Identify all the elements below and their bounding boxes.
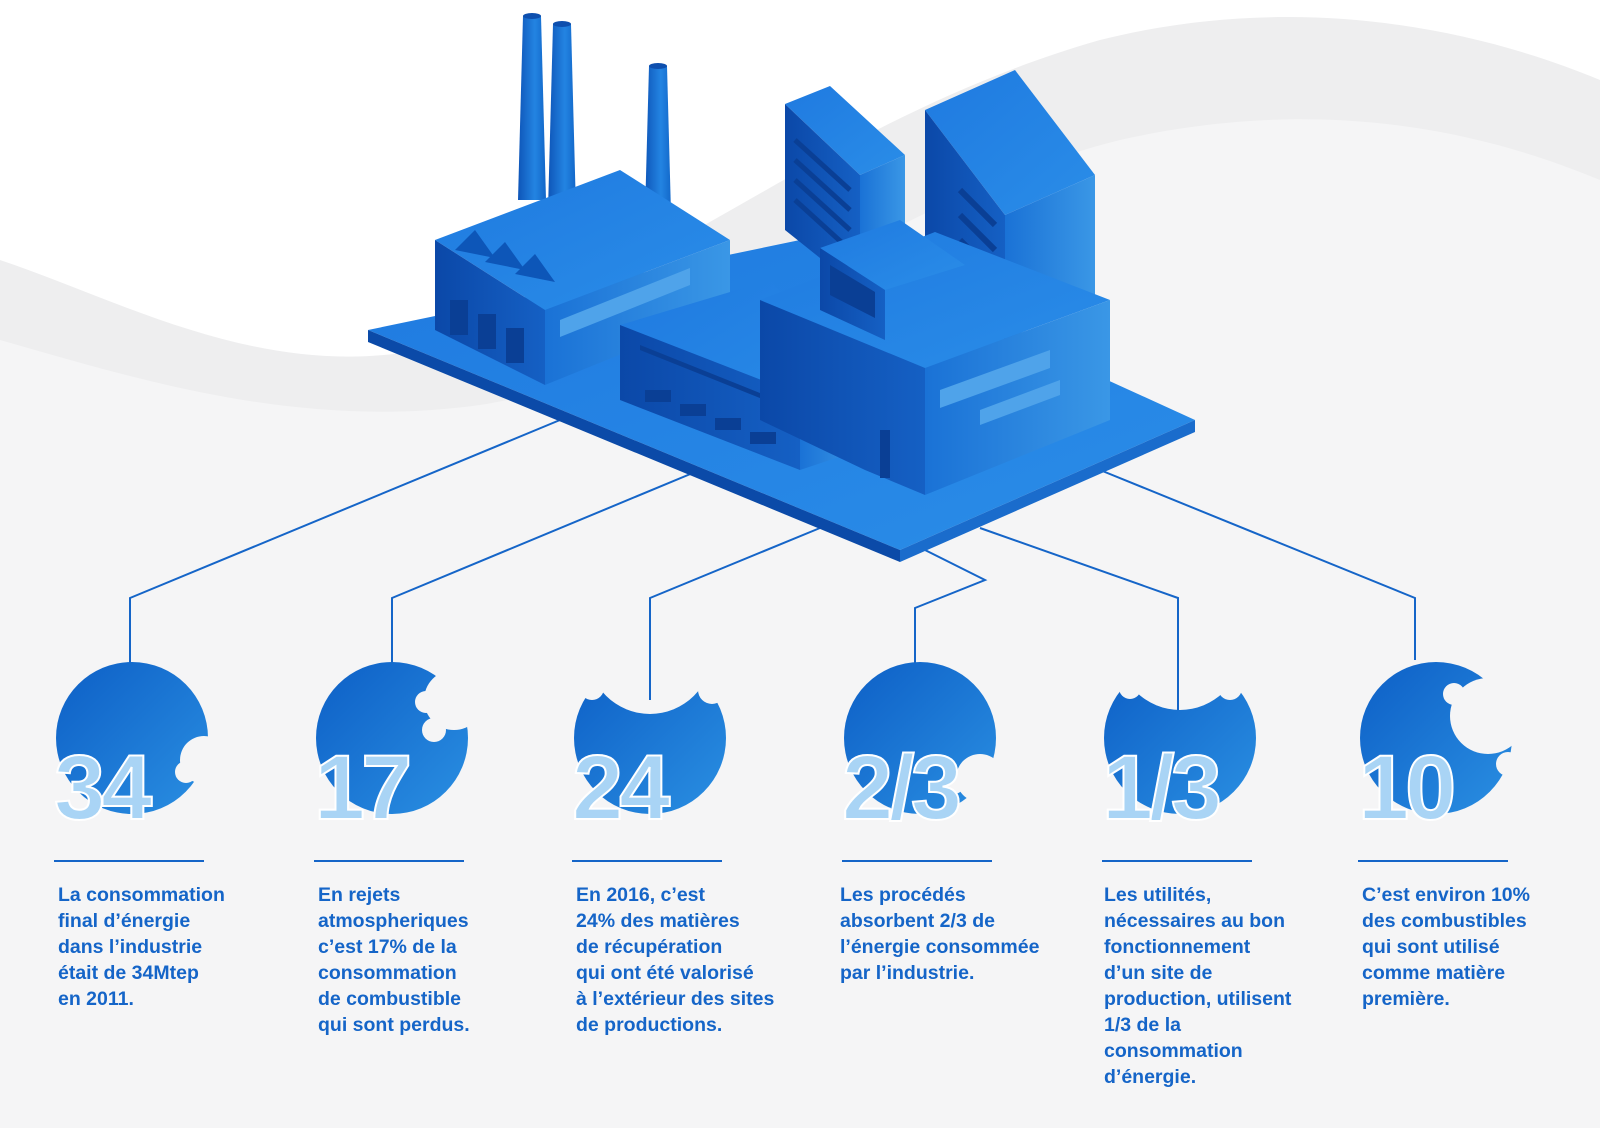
stat-description: En 2016, c’est 24% des matières de récup… <box>576 884 775 1036</box>
stat-number: 10 <box>1357 737 1457 839</box>
sawtooth-building <box>435 170 730 385</box>
bitten-circle-icon <box>1104 662 1256 814</box>
divider <box>1358 860 1508 862</box>
stat-number: 2/3 <box>841 737 963 839</box>
divider <box>54 860 204 862</box>
divider <box>1102 860 1252 862</box>
stat-number: 24 <box>571 737 671 839</box>
bitten-circle-icon <box>56 662 208 814</box>
divider <box>314 860 464 862</box>
stat-description: La consommation final d’énergie dans l’i… <box>58 884 225 1010</box>
stat-description: C’est environ 10% des combustibles qui s… <box>1362 884 1530 1010</box>
divider <box>572 860 722 862</box>
stat-3: 24 <box>571 660 772 862</box>
stat-1: 34 <box>53 660 254 862</box>
bitten-circle-icon <box>844 662 996 814</box>
stat-2: 17 <box>313 660 514 862</box>
stat-5: 1/3 <box>1101 660 1302 862</box>
stat-description: Les utilités, nécessaires au bon fonctio… <box>1104 884 1292 1088</box>
front-right-building <box>760 220 1110 495</box>
stat-number: 17 <box>313 737 413 839</box>
bitten-circle-icon <box>574 662 726 814</box>
stat-number: 1/3 <box>1101 737 1223 839</box>
stat-number: 34 <box>53 737 153 839</box>
stat-description: En rejets atmospheriques c’est 17% de la… <box>318 884 470 1036</box>
stat-4: 2/3 <box>841 660 1042 862</box>
divider <box>842 860 992 862</box>
bitten-circle-icon <box>1360 662 1512 814</box>
bitten-circle-icon <box>316 662 468 814</box>
stat-6: 10 <box>1357 660 1558 862</box>
stat-description: Les procédés absorbent 2/3 de l’énergie … <box>840 884 1040 984</box>
